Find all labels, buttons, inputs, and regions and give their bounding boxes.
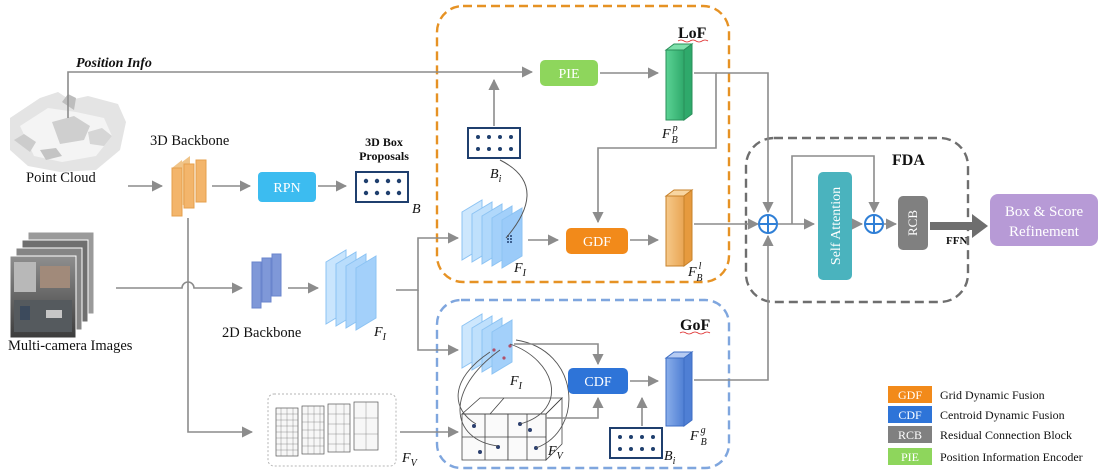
- cdf-module: [568, 368, 628, 394]
- cdf-label: CDF: [584, 375, 611, 390]
- lof-feature-map: [461, 199, 523, 269]
- lof-F-I-label: FI: [513, 261, 527, 279]
- backbone-2d-label: 2D Backbone: [222, 325, 301, 341]
- pie-label: PIE: [559, 67, 580, 82]
- point-cloud-image: [10, 92, 126, 172]
- F-V-label: FV: [401, 451, 419, 469]
- box-proposals-grid: [355, 171, 409, 203]
- svg-text:PIE: PIE: [901, 450, 919, 464]
- self-attention-label: Self Attention: [829, 187, 844, 265]
- gof-voxel-cube: [460, 397, 563, 461]
- proposals-line1: 3D Box: [365, 135, 403, 149]
- camera-images: [9, 231, 95, 339]
- feature-FB-g: [664, 351, 694, 427]
- F-I-label: FI: [373, 325, 387, 343]
- legend-cdf-text: Centroid Dynamic Fusion: [940, 408, 1065, 422]
- self-attention-module: [818, 172, 852, 280]
- rpn-module: [258, 172, 316, 202]
- gdf-label: GDF: [583, 235, 611, 250]
- ffn-label: FFN: [946, 235, 967, 247]
- fda-title: FDA: [892, 152, 925, 169]
- lof-region: [435, 4, 731, 284]
- rpn-label: RPN: [273, 181, 300, 196]
- legend-pie-text: Position Information Encoder: [940, 450, 1083, 464]
- legend-rcb-text: Residual Connection Block: [940, 428, 1072, 442]
- feature-FB-l: [664, 189, 694, 267]
- backbone-2d-block: [251, 253, 282, 309]
- feature-map-2d: [325, 249, 377, 331]
- gof-Bi-grid: [609, 427, 663, 459]
- multi-camera-label: Multi-camera Images: [8, 338, 133, 354]
- lof-title: LoF: [678, 25, 707, 42]
- svg-text:GDF: GDF: [898, 388, 922, 402]
- backbone-3d-label: 3D Backbone: [150, 133, 229, 149]
- rcb-module: [898, 196, 928, 250]
- position-info-label: Position Info: [76, 56, 152, 71]
- gof-title: GoF: [680, 317, 710, 334]
- svg-text:RCB: RCB: [898, 428, 922, 442]
- feature-FB-p: [664, 43, 694, 121]
- voxel-features: [267, 393, 397, 467]
- lof-Bi-grid: [467, 127, 521, 159]
- legend-gdf-text: Grid Dynamic Fusion: [940, 388, 1045, 402]
- rcb-label: RCB: [905, 210, 920, 236]
- svg-text:CDF: CDF: [898, 408, 922, 422]
- refinement-line1: Box & Score: [1005, 204, 1084, 220]
- gdf-module: [566, 228, 628, 254]
- legend-gdf-swatch: [888, 386, 932, 403]
- gof-region: [435, 298, 731, 470]
- legend-cdf-swatch: [888, 406, 932, 423]
- pie-module: [540, 60, 598, 86]
- refinement-module: [990, 194, 1098, 246]
- fda-region: [744, 136, 970, 304]
- legend: GDF Grid Dynamic Fusion CDF Centroid Dyn…: [888, 386, 1083, 465]
- point-cloud-label: Point Cloud: [26, 170, 96, 186]
- gof-F-I-label: FI: [509, 374, 523, 392]
- gof-Bi-label: Bi: [664, 449, 676, 467]
- backbone-3d-block: [171, 156, 207, 217]
- proposals-line2: Proposals: [359, 149, 409, 163]
- lof-Bi-label: Bi: [490, 167, 502, 185]
- gof-feature-map: [461, 313, 513, 375]
- ffn-arrow: [930, 214, 988, 238]
- refinement-line2: Refinement: [1009, 224, 1080, 240]
- gof-F-V-label: FV: [547, 444, 565, 462]
- sum-node-2: [864, 214, 884, 234]
- sum-node-1: [758, 214, 778, 234]
- proposals-B-label: B: [412, 202, 421, 217]
- legend-rcb-swatch: [888, 426, 932, 443]
- legend-pie-swatch: [888, 448, 932, 465]
